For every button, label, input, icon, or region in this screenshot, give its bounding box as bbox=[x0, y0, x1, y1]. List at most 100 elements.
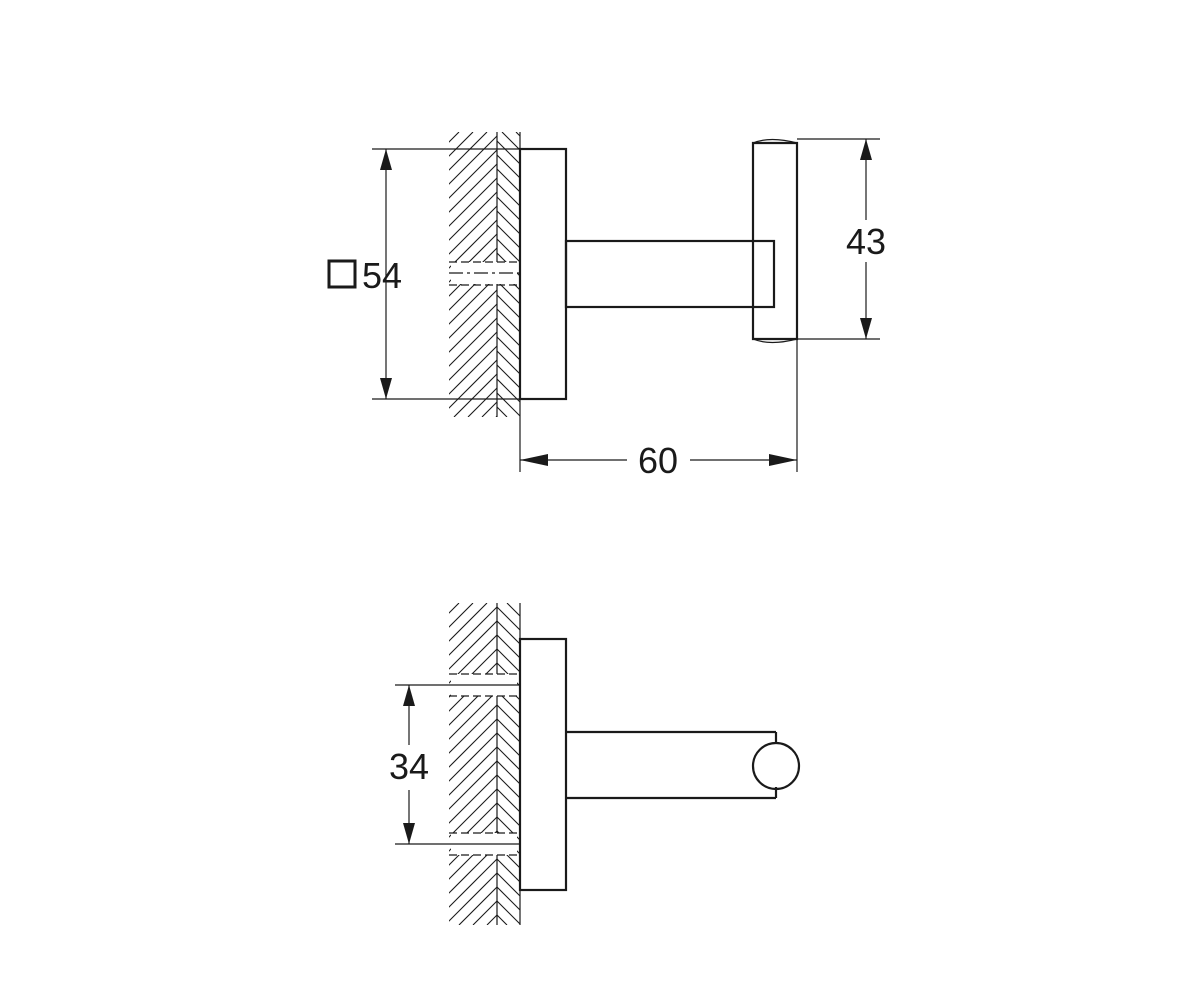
hatch-line bbox=[497, 224, 520, 249]
hatch-line bbox=[656, 132, 941, 417]
hatch-line bbox=[622, 132, 907, 417]
hatch-line bbox=[495, 415, 497, 417]
hatch-line bbox=[521, 603, 843, 925]
hatch-line bbox=[594, 132, 879, 417]
hatch-line bbox=[720, 132, 1005, 417]
hatch-line bbox=[692, 132, 977, 417]
hatch-line bbox=[664, 132, 949, 417]
hatch-line bbox=[506, 603, 520, 617]
hatch-line bbox=[449, 132, 460, 143]
hatch-line bbox=[600, 132, 885, 417]
hatch-line bbox=[449, 704, 497, 754]
hatch-line bbox=[767, 603, 1089, 925]
dimension-length: 60 bbox=[519, 339, 798, 481]
hatch-line bbox=[571, 603, 893, 925]
hatch-line bbox=[497, 350, 520, 375]
height-dimension-label: 43 bbox=[846, 221, 886, 262]
hatch-line bbox=[449, 219, 497, 269]
hatch-line bbox=[837, 603, 1159, 925]
hook-arm bbox=[564, 239, 776, 309]
hatch-line bbox=[497, 336, 520, 361]
hatch-line bbox=[497, 858, 520, 883]
hatch-line bbox=[810, 132, 1095, 417]
hatch-line bbox=[497, 140, 520, 165]
hatch-line bbox=[809, 603, 1131, 925]
hatch-line bbox=[614, 132, 899, 417]
hatch-line bbox=[449, 760, 497, 810]
wall-section-upper bbox=[104, 132, 1137, 417]
hatch-line bbox=[768, 132, 1053, 417]
hatch-line bbox=[628, 132, 913, 417]
hatch-line bbox=[497, 634, 520, 659]
hatch-line bbox=[497, 168, 520, 193]
hatch-line bbox=[823, 603, 1145, 925]
hatch-line bbox=[703, 603, 1025, 925]
hatch-line bbox=[857, 603, 1179, 925]
hatch-line bbox=[824, 132, 1109, 417]
hatch-line bbox=[871, 603, 1193, 925]
hatch-line bbox=[449, 317, 497, 367]
hatch-line bbox=[838, 132, 1123, 417]
hatch-line bbox=[787, 603, 1109, 925]
hatch-line bbox=[627, 603, 949, 925]
width-dimension-label: 54 bbox=[362, 255, 402, 296]
hatch-line bbox=[790, 132, 1075, 417]
hatch-line bbox=[449, 331, 497, 381]
length-dimension-label: 60 bbox=[638, 440, 678, 481]
hatch-line bbox=[753, 603, 1075, 925]
side-view: 54 60 43 bbox=[104, 132, 1137, 481]
hatch-line bbox=[449, 634, 497, 684]
hatch-line bbox=[95, 603, 417, 925]
hatch-line bbox=[497, 886, 520, 911]
hatch-line bbox=[449, 603, 488, 642]
hatch-line bbox=[678, 132, 963, 417]
hatch-line bbox=[711, 603, 1033, 925]
wall-plate bbox=[518, 147, 568, 401]
hatch-line bbox=[497, 802, 520, 827]
hatch-line bbox=[552, 132, 837, 417]
hatch-line bbox=[486, 914, 497, 925]
hatch-line bbox=[497, 774, 520, 799]
hatch-line bbox=[67, 603, 389, 925]
hatch-line bbox=[449, 149, 497, 199]
hatch-line bbox=[661, 603, 983, 925]
hatch-line bbox=[481, 401, 497, 417]
hatch-line bbox=[497, 676, 520, 701]
hatch-line bbox=[796, 132, 1081, 417]
dimension-height: 43 bbox=[797, 138, 886, 340]
hatch-line bbox=[449, 163, 497, 213]
hatch-line bbox=[449, 303, 497, 353]
hatch-line bbox=[782, 132, 1067, 417]
hatch-line bbox=[449, 830, 497, 880]
hatch-line bbox=[497, 606, 520, 631]
hatch-line bbox=[104, 132, 389, 417]
hatch-line bbox=[81, 603, 403, 925]
hook-head-top bbox=[751, 741, 801, 791]
hatch-line bbox=[497, 238, 520, 263]
hatch-line bbox=[515, 132, 520, 137]
hatch-line bbox=[762, 132, 1047, 417]
hatch-line bbox=[449, 718, 497, 768]
hatch-line bbox=[683, 603, 1005, 925]
hatch-line bbox=[530, 132, 815, 417]
hatch-line bbox=[549, 603, 871, 925]
hatch-line bbox=[497, 662, 520, 687]
hatch-line bbox=[449, 620, 497, 670]
hatch-line bbox=[449, 746, 497, 796]
hatch-line bbox=[843, 603, 1165, 925]
hatch-line bbox=[619, 603, 941, 925]
hatch-line bbox=[449, 844, 497, 894]
hatch-line bbox=[852, 132, 1137, 417]
hatch-line bbox=[497, 718, 520, 743]
hatch-line bbox=[731, 603, 1053, 925]
hatch-line bbox=[899, 603, 1200, 925]
hatch-line bbox=[801, 603, 1123, 925]
hatch-line bbox=[734, 132, 1019, 417]
hatch-line bbox=[497, 648, 520, 673]
hatch-line bbox=[449, 359, 497, 409]
hatch-line bbox=[194, 132, 479, 417]
hatch-line bbox=[776, 132, 1061, 417]
hatch-line bbox=[580, 132, 865, 417]
hatch-line bbox=[449, 858, 497, 908]
hatch-line bbox=[745, 603, 1067, 925]
